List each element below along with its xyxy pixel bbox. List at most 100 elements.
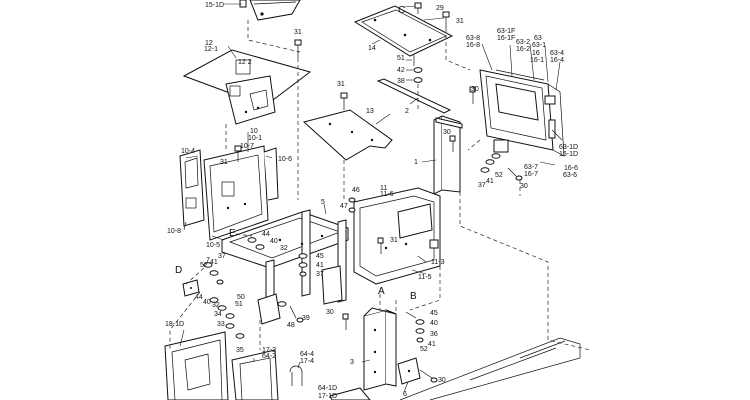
- label-16-2: 16-2: [516, 46, 530, 53]
- label-63-1: 63-1: [532, 42, 546, 49]
- label-31-c: 31: [337, 81, 345, 88]
- label-16: 16: [532, 50, 540, 57]
- bolt-29-part: [414, 2, 422, 14]
- label-12-1: 12-1: [204, 46, 218, 53]
- ref-letter-d: D: [175, 265, 182, 276]
- label-44-b: 44: [195, 294, 203, 301]
- label-30-e: 30: [438, 377, 446, 384]
- label-35: 35: [236, 347, 244, 354]
- ref-letter-b: B: [410, 291, 417, 302]
- washer-stack-45-41-37: [298, 253, 308, 277]
- label-10-1: 10-1: [248, 135, 262, 142]
- label-16-7: 16-7: [524, 171, 538, 178]
- bolt-31-left-top-part: [294, 39, 302, 58]
- label-41-d: 41: [428, 341, 436, 348]
- leader-lines: [179, 3, 563, 393]
- label-10-5: 10-5: [206, 242, 220, 249]
- bolt-31-frame-part: [377, 237, 384, 254]
- panel-10-part: [203, 145, 279, 241]
- label-37-a: 37: [478, 182, 486, 189]
- label-30-b: 30: [443, 129, 451, 136]
- plate-13-part: [302, 109, 393, 161]
- label-63: 63: [534, 35, 542, 42]
- label-31-b: 31: [456, 18, 464, 25]
- label-51-a: 51: [397, 55, 405, 62]
- label-1: 1: [414, 159, 418, 166]
- bolt-31-panel-part: [234, 145, 242, 162]
- label-34: 34: [214, 311, 222, 318]
- bar-2-part: [376, 78, 452, 114]
- label-10-8: 10-8: [167, 228, 181, 235]
- label-63-4: 63-4: [550, 50, 564, 57]
- base-frame-part: [399, 337, 581, 400]
- label-63-8: 63-8: [466, 35, 480, 42]
- label-12-2: 12 2: [238, 59, 252, 66]
- label-11-5: 11-5: [418, 274, 432, 281]
- label-37-b: 37: [316, 271, 324, 278]
- label-38: 38: [397, 78, 405, 85]
- label-12: 12: [205, 40, 213, 47]
- label-17-4: 17-4: [300, 358, 314, 365]
- label-63-1f: 63-1F: [497, 28, 515, 35]
- label-18-1d: 18-1D: [165, 321, 184, 328]
- label-52-c: 52: [420, 346, 428, 353]
- ref-letter-e: E: [229, 228, 236, 239]
- label-30-c: 30: [520, 183, 528, 190]
- main-frame-5-part: [221, 209, 349, 325]
- bolt-46-part: [348, 197, 356, 213]
- assembly-guide-lines: [169, 20, 591, 351]
- plate-64-1d-part: [329, 387, 371, 400]
- washer-stack-left: [203, 262, 245, 339]
- top-bracket-part: [239, 0, 301, 21]
- label-6: 6: [403, 391, 407, 398]
- label-64-1d: 64-1D: [318, 385, 337, 392]
- bolt-30-bottom-right-part: [419, 369, 438, 383]
- label-16-6: 16-6: [564, 165, 578, 172]
- label-40-a: 40: [270, 238, 278, 245]
- label-11-6: 11-6: [380, 191, 394, 198]
- bracket-6-part: [397, 357, 421, 385]
- label-52-b: 52: [200, 262, 208, 269]
- label-46: 46: [352, 187, 360, 194]
- label-16-1f: 16-1F: [497, 35, 515, 42]
- label-48: 48: [287, 322, 295, 329]
- label-63-7: 63-7: [524, 164, 538, 171]
- ref-letter-c: C: [398, 5, 405, 16]
- label-10-6: 10-6: [278, 156, 292, 163]
- handle-64-4-part: [289, 365, 303, 386]
- label-2: 2: [405, 108, 409, 115]
- washer-set-51-42-38: [413, 55, 423, 83]
- label-39: 39: [302, 315, 310, 322]
- label-30-a: 30: [471, 86, 479, 93]
- label-32-b: 32: [212, 302, 220, 309]
- label-31-e: 31: [390, 237, 398, 244]
- panel-17-part: [231, 349, 279, 400]
- label-36: 36: [430, 331, 438, 338]
- bracket-1-part: [433, 115, 463, 195]
- label-16-4: 16-4: [550, 57, 564, 64]
- label-3: 3: [350, 359, 354, 366]
- label-31-a: 31: [294, 29, 302, 36]
- label-41-b: 41: [316, 262, 324, 269]
- panel-18-part: [164, 331, 229, 400]
- label-16-8: 16-8: [466, 42, 480, 49]
- panel-10-4-part: [179, 149, 205, 227]
- washer-cluster-52-37-41: [480, 153, 523, 181]
- label-32-a: 32: [280, 245, 288, 252]
- label-40-b: 40: [203, 299, 211, 306]
- label-50: 50: [237, 294, 245, 301]
- label-31-d: 31: [220, 159, 228, 166]
- label-17-2: 17-2: [262, 347, 276, 354]
- label-63-6: 63-6: [563, 172, 577, 179]
- bolt-30-right-part: [469, 86, 476, 104]
- washer-stack-45-40-36: [405, 311, 425, 343]
- bracket-d-part: [182, 279, 200, 297]
- label-51-b: 51: [235, 301, 243, 308]
- label-10-4: 10-4: [181, 148, 195, 155]
- label-64-2: 64-2: [262, 353, 276, 360]
- label-63-2: 63-2: [516, 39, 530, 46]
- plate-12-part: [182, 49, 312, 125]
- label-40-c: 40: [430, 320, 438, 327]
